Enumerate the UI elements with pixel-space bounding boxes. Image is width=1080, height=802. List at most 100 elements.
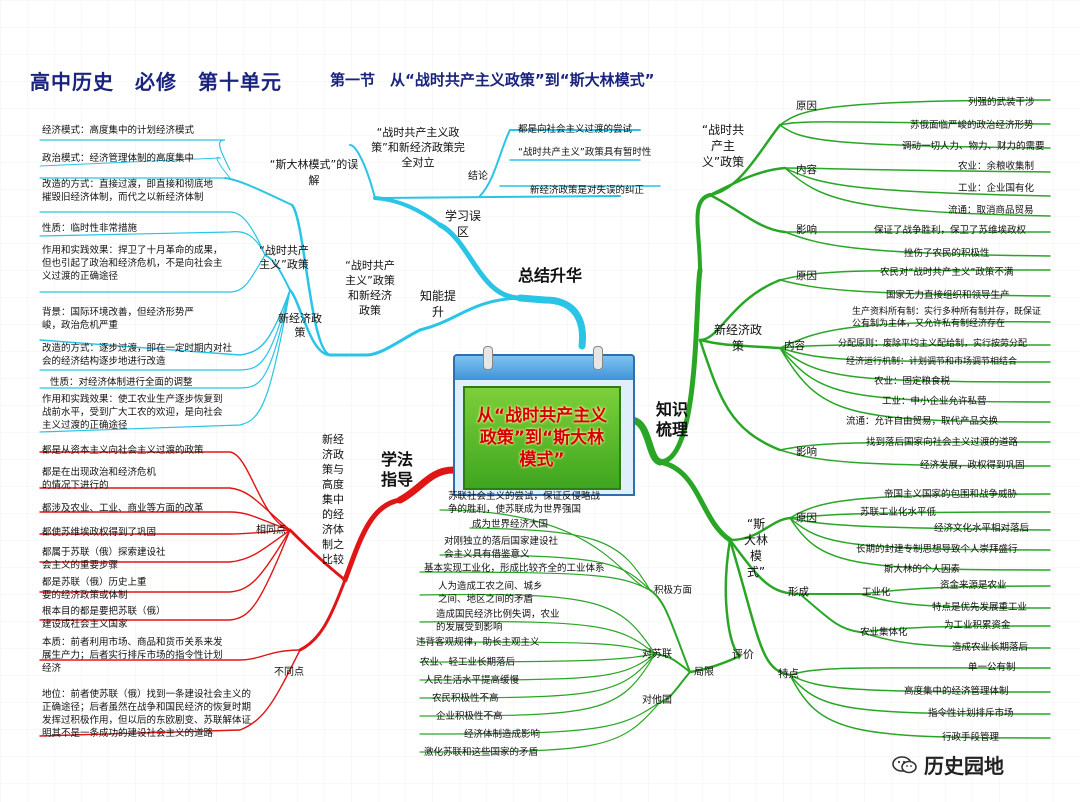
to-other-item: 经济体制造成影响	[464, 729, 541, 740]
stalin-feature-item: 行政手段管理	[942, 732, 1000, 743]
stalin-err-item: 政治模式：经济管理体制的高度集中	[42, 153, 195, 164]
nep-effect-item: 经济发展，政权得到巩固	[920, 460, 1025, 471]
nep-content-label: 内容	[784, 340, 805, 352]
war-item: 作用和实践效果：捍卫了十月革命的成果，但也引起了政治和经济危机，不是向社会主义过…	[42, 245, 223, 282]
war-effect-item: 保证了战争胜利，保卫了苏维埃政权	[874, 225, 1027, 236]
center-topic-box: 从“战时共产主义政策”到“斯大林模式”	[463, 386, 621, 490]
positive-item: 苏联社会主义的尝试，保证反侵略战争的胜利，使苏联成为世界强国	[448, 491, 601, 515]
node-war-policy-right: “战时共产主义”政策	[701, 123, 745, 169]
wechat-icon	[892, 755, 917, 773]
stalin-form-label: 形成	[788, 586, 809, 598]
stalin-collectivization: 农业集体化	[860, 627, 908, 638]
to-soviet-item: 企业积极性不高	[436, 711, 503, 722]
stalin-ind-item: 特点是优先发展重工业	[932, 602, 1028, 613]
nep-content-item: 农业：固定粮食税	[874, 376, 951, 387]
node-ability-topic: “战时共产主义”政策和新经济政策	[345, 259, 395, 317]
node-mis-topic: “战时共产主义政策”和新经济政策完全对立	[371, 126, 465, 169]
stalin-reason-item: 苏联工业化水平低	[860, 507, 937, 518]
positive-item: 成为世界经济大国	[472, 519, 549, 530]
nep-item: 性质：对经济体制进行全面的调整	[50, 377, 193, 388]
nep-effect-label: 影响	[796, 446, 817, 458]
to-soviet-item: 人民生活水平提高缓慢	[424, 675, 520, 686]
conclusion-item: “战时共产主义”政策具有暂时性	[518, 147, 652, 158]
stalin-feature-label: 特点	[778, 668, 799, 680]
stalin-reason-label: 原因	[796, 512, 817, 524]
war-content-item: 流通：取消商品贸易	[948, 205, 1034, 216]
to-other-item: 激化苏联和这些国家的矛盾	[424, 747, 539, 758]
war-content-item: 农业：余粮收集制	[958, 161, 1035, 172]
stalin-feature-item: 高度集中的经济管理体制	[904, 686, 1009, 697]
node-nep-left: 新经济政策	[278, 312, 322, 339]
conclusion-item: 新经济政策是对失误的纠正	[530, 185, 645, 196]
same-item: 都是苏联（俄）历史上重要的经济政策或体制	[42, 577, 147, 601]
same-item: 都涉及农业、工业、商业等方面的改革	[42, 503, 204, 514]
node-to-other: 对他国	[642, 695, 672, 706]
diff-item: 地位：前者使苏联（俄）找到一条建设社会主义的正确途径；后者虽然在战争和国民经济的…	[42, 689, 252, 739]
positive-item: 基本实现工业化，形成比较齐全的工业体系	[424, 563, 605, 574]
to-soviet-item: 造成国民经济比例失调，农业的发展受到影响	[436, 609, 560, 633]
to-soviet-item: 人为造成工农之间、城乡之间、地区之间的矛盾	[438, 581, 543, 605]
node-war-policy: “战时共产主义”政策	[259, 244, 309, 271]
branch-method: 学法指导	[380, 450, 413, 489]
nep-content-item: 分配原则：废除平均主义配给制，实行按劳分配	[838, 339, 1028, 349]
nep-reason-label: 原因	[796, 270, 817, 282]
branch-summary: 总结升华	[518, 266, 583, 285]
war-effect-label: 影响	[796, 224, 817, 236]
stalin-reason-item: 斯大林的个人因素	[884, 564, 961, 575]
war-reason-item: 调动一切人力、物力、财力的需要	[902, 141, 1045, 152]
nep-reason-item: 农民对“战时共产主义”政策不满	[880, 267, 1014, 278]
stalin-reason-item: 经济文化水平相对落后	[934, 523, 1030, 534]
center-topic: 从“战时共产主义政策”到“斯大林模式”	[476, 406, 608, 470]
war-item: 性质：临时性非常措施	[42, 223, 138, 234]
watermark-text: 历史园地	[924, 754, 1004, 778]
nep-content-item: 工业：中小企业允许私营	[882, 396, 987, 407]
to-soviet-item: 违背客观规律，助长主观主义	[416, 637, 540, 648]
node-limitation: 局限	[694, 667, 714, 678]
to-soviet-item: 农民积极性不高	[432, 693, 499, 704]
war-content-item: 工业：企业国有化	[958, 183, 1035, 194]
stalin-industrialization: 工业化	[862, 587, 891, 598]
war-reason-item: 苏俄面临严峻的政治经济形势	[910, 120, 1034, 131]
stalin-agr-item: 为工业积累资金	[944, 620, 1011, 631]
same-item: 都是在出现政治和经济危机的情况下进行的	[42, 467, 157, 491]
node-nep-right: 新经济政策	[714, 323, 763, 353]
war-effect-item: 挫伤了农民的积极性	[904, 248, 990, 259]
stalin-reason-item: 长期的封建专制思想导致个人崇拜盛行	[856, 544, 1018, 555]
node-diff: 不同点	[274, 667, 304, 678]
nep-content-item: 流通：允许自由贸易，取代产品交换	[846, 416, 999, 427]
calendar-ring-right	[593, 346, 603, 370]
node-mislearn: 学习误区	[445, 209, 482, 239]
stalin-reason-item: 帝国主义国家的包围和战争威胁	[884, 489, 1018, 500]
stalin-feature-item: 指令性计划排斥市场	[928, 708, 1014, 719]
branch-knowledge: 知识梳理	[655, 400, 688, 439]
stalin-feature-item: 单一公有制	[968, 662, 1016, 673]
page-subtitle: 第一节 从“战时共产主义政策”到“斯大林模式”	[330, 71, 655, 89]
node-ability: 知能提升	[420, 289, 457, 319]
nep-item: 作用和实践效果：使工农业生产逐步恢复到战前水平，受到广大工农的欢迎，是向社会主义…	[42, 394, 223, 431]
node-same: 相同点	[256, 525, 286, 536]
war-content-label: 内容	[796, 164, 817, 176]
war-reason-item: 列强的武装干涉	[968, 97, 1035, 108]
same-item: 都是从资本主义向社会主义过渡的政策	[42, 445, 204, 456]
calendar-ring-left	[483, 346, 493, 370]
nep-item: 改造的方式：逐步过渡，即在一定时期内对社会的经济结构逐步地进行改造	[42, 343, 233, 367]
nep-item: 背景：国际环境改善，但经济形势严峻，政治危机严重	[42, 307, 195, 331]
page-title: 高中历史 必修 第十单元	[30, 70, 282, 94]
diff-item: 本质：前者利用市场、商品和货币关系来发展生产力；后者实行排斥市场的指令性计划经济	[42, 637, 223, 674]
node-to-soviet: 对苏联	[642, 649, 672, 660]
node-compare-topic: 新经济政策与高度集中的经济体制之比较	[322, 433, 344, 566]
nep-effect-item: 找到落后国家向社会主义过渡的道路	[866, 437, 1019, 448]
node-positive: 积极方面	[654, 585, 693, 596]
center-topic-calendar: 从“战时共产主义政策”到“斯大林模式”	[453, 346, 635, 496]
node-stalin-model: “斯大林模式”	[743, 517, 768, 579]
positive-item: 对刚独立的落后国家建设社会主义具有借鉴意义	[444, 536, 559, 560]
same-item: 都使苏维埃政权得到了巩固	[42, 527, 157, 538]
node-evaluation: 评价	[732, 648, 754, 661]
conclusion-item: 都是向社会主义过渡的尝试	[518, 124, 633, 135]
same-item: 根本目的都是要把苏联（俄）建设成社会主义国家	[42, 606, 166, 630]
stalin-ind-item: 资金来源是农业	[940, 580, 1007, 591]
nep-content-item: 经济运行机制：计划调节和市场调节相结合	[846, 357, 1018, 367]
war-reason-label: 原因	[796, 100, 817, 112]
watermark: 历史园地	[892, 750, 1004, 779]
